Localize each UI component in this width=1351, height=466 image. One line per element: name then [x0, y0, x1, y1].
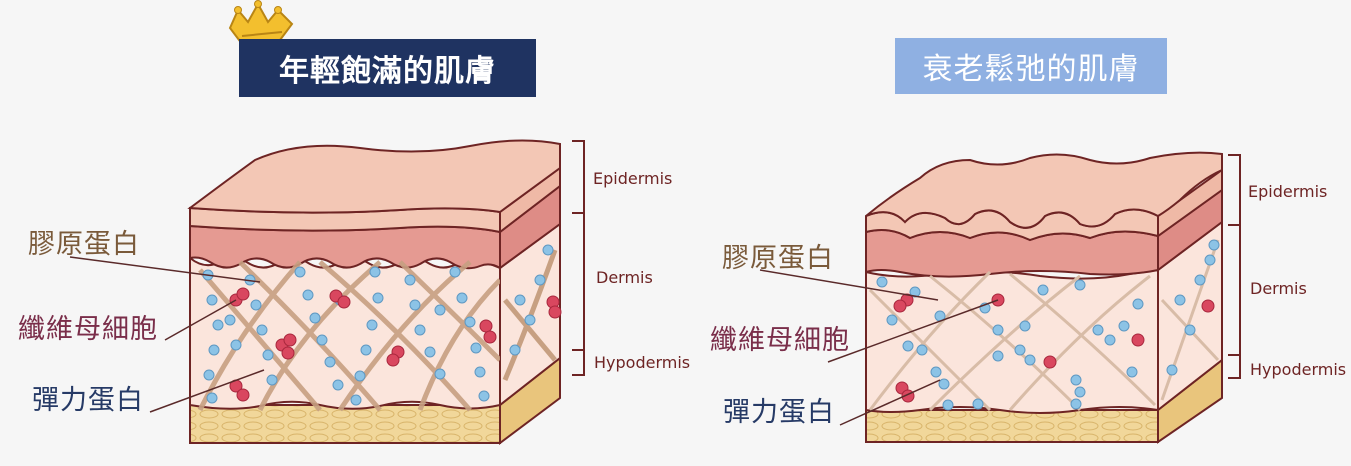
aging-skin-block: [865, 151, 1223, 444]
label-elastin-left: 彈力蛋白: [32, 385, 144, 416]
label-elastin-right: 彈力蛋白: [723, 397, 835, 428]
label-dermis-right: Dermis: [1250, 279, 1307, 298]
label-hypodermis-left: Hypodermis: [594, 353, 691, 372]
label-epidermis-right: Epidermis: [1248, 182, 1328, 201]
title-aging-skin: 衰老鬆弛的肌膚: [895, 38, 1167, 94]
label-fibroblast-left: 纖維母細胞: [18, 314, 158, 345]
label-collagen-right: 膠原蛋白: [722, 243, 834, 274]
label-epidermis-left: Epidermis: [593, 169, 673, 188]
young-skin-block: [187, 139, 562, 445]
label-dermis-left: Dermis: [596, 268, 653, 287]
left-layer-brackets: [572, 140, 585, 376]
label-hypodermis-right: Hypodermis: [1250, 360, 1347, 379]
label-collagen-left: 膠原蛋白: [28, 229, 140, 260]
label-fibroblast-right: 纖維母細胞: [710, 325, 850, 356]
right-layer-brackets: [1228, 154, 1241, 379]
title-young-skin: 年輕飽滿的肌膚: [239, 39, 536, 97]
